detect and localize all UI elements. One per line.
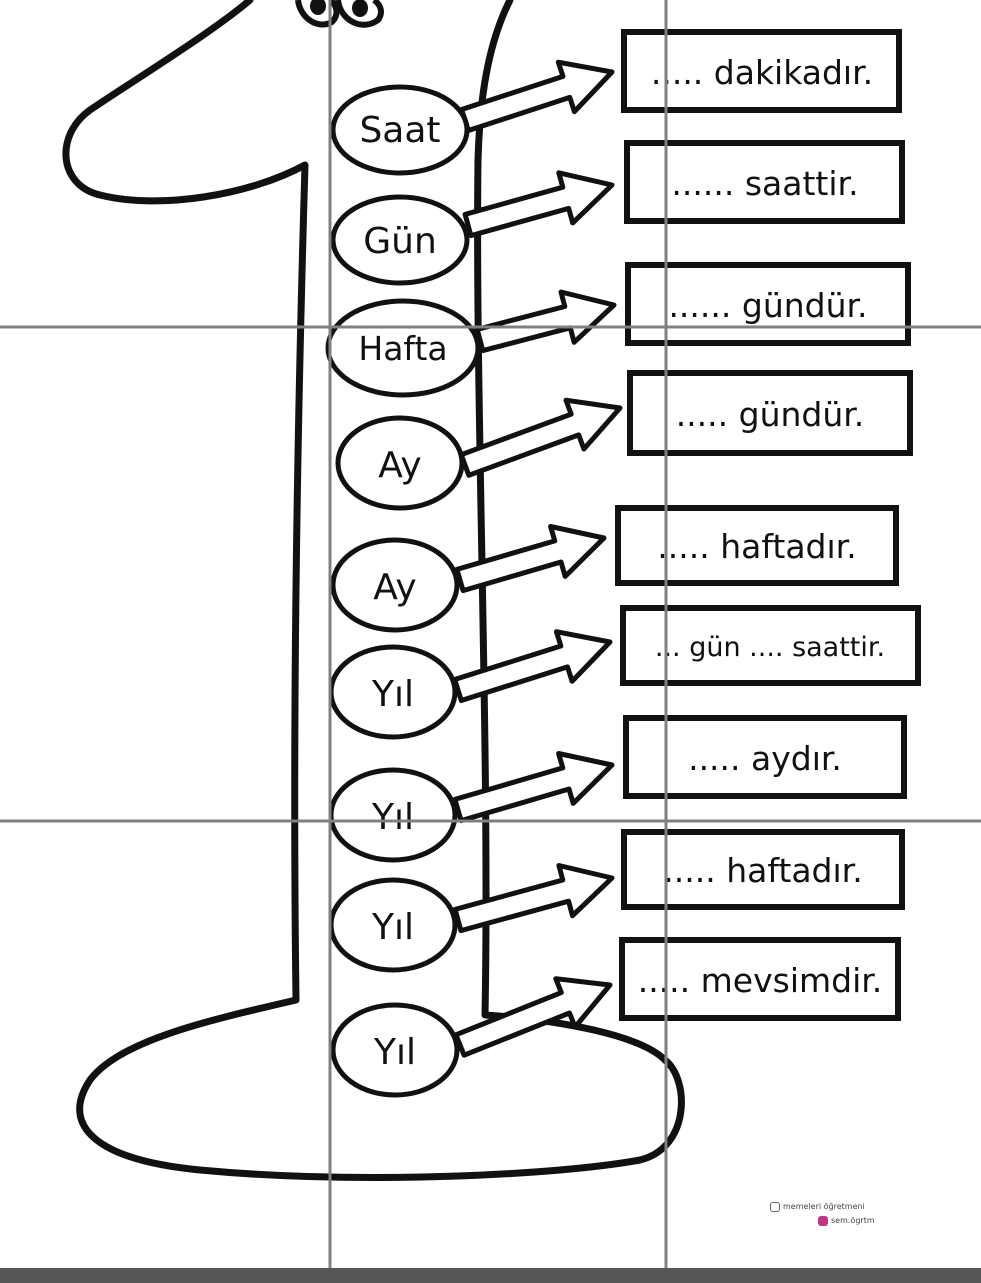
- answer-box[interactable]: ...... gündür.: [625, 262, 911, 346]
- arrow-icon: [462, 170, 615, 239]
- answer-box[interactable]: ..... haftadır.: [615, 505, 899, 586]
- credit-row: sem.ögrtm: [770, 1214, 975, 1228]
- unit-oval[interactable]: Yıl: [328, 877, 458, 973]
- unit-oval[interactable]: Yıl: [328, 644, 458, 740]
- answer-box[interactable]: ..... dakikadır.: [621, 29, 902, 113]
- answer-text: ..... aydır.: [688, 739, 842, 778]
- arrow-icon: [453, 976, 613, 1058]
- unit-label: Yıl: [371, 797, 414, 838]
- answer-text: ...... saattir.: [671, 164, 858, 203]
- unit-label: Yıl: [371, 907, 414, 948]
- number-one-outline: [62, 0, 685, 1181]
- unit-oval[interactable]: Saat: [330, 84, 470, 176]
- answer-text: ..... haftadır.: [663, 851, 862, 890]
- answer-text: ... gün .... saattir.: [655, 632, 885, 663]
- unit-ovals-group: Saat Gün Hafta Ay Ay Yıl: [325, 84, 481, 1098]
- credit-watermark: memeleri öğretmeni sem.ögrtm: [770, 1200, 975, 1228]
- instagram-icon: [770, 1202, 780, 1212]
- unit-oval[interactable]: Yıl: [330, 1002, 460, 1098]
- answer-text: ...... gündür.: [668, 286, 867, 325]
- credit-line-2: sem.ögrtm: [831, 1216, 875, 1225]
- instagram-color-icon: [818, 1216, 828, 1226]
- unit-label: Yıl: [373, 1032, 416, 1073]
- answer-box[interactable]: ..... mevsimdir.: [619, 937, 901, 1021]
- unit-label: Saat: [359, 110, 440, 151]
- arrows-group: [452, 59, 623, 1058]
- unit-oval[interactable]: Gün: [330, 194, 470, 286]
- arrow-icon: [459, 59, 615, 133]
- unit-oval[interactable]: Ay: [335, 415, 465, 511]
- arrow-icon: [452, 629, 613, 703]
- unit-label: Ay: [378, 445, 422, 486]
- answer-text: ..... mevsimdir.: [638, 961, 883, 1000]
- credit-row: memeleri öğretmeni: [770, 1200, 975, 1214]
- arrow-icon: [452, 863, 615, 934]
- unit-label: Hafta: [358, 329, 447, 368]
- answer-text: ..... dakikadır.: [651, 53, 873, 92]
- unit-oval[interactable]: Yıl: [328, 767, 458, 863]
- arrow-icon: [458, 397, 623, 478]
- bottom-edge-shadow: [0, 1268, 981, 1283]
- arrow-icon: [454, 524, 607, 594]
- answer-box[interactable]: ..... aydır.: [623, 715, 907, 799]
- unit-label: Gün: [363, 221, 437, 262]
- credit-line-1: memeleri öğretmeni: [783, 1202, 865, 1211]
- unit-label: Ay: [373, 567, 417, 608]
- answer-text: ..... gündür.: [676, 395, 865, 434]
- answer-box[interactable]: ... gün .... saattir.: [620, 605, 921, 686]
- answer-boxes-group: ..... dakikadır. ...... saattir. ...... …: [615, 29, 921, 1021]
- answer-box[interactable]: ...... saattir.: [624, 140, 905, 224]
- unit-label: Yıl: [371, 674, 414, 715]
- unit-oval[interactable]: Hafta: [325, 298, 481, 398]
- eyes-icon: [295, 0, 384, 28]
- arrow-icon: [452, 751, 615, 824]
- answer-box[interactable]: ..... gündür.: [627, 370, 913, 456]
- answer-text: ..... haftadır.: [657, 527, 856, 566]
- answer-box[interactable]: ..... haftadır.: [621, 829, 905, 910]
- arrow-icon: [474, 289, 617, 354]
- unit-oval[interactable]: Ay: [330, 537, 460, 633]
